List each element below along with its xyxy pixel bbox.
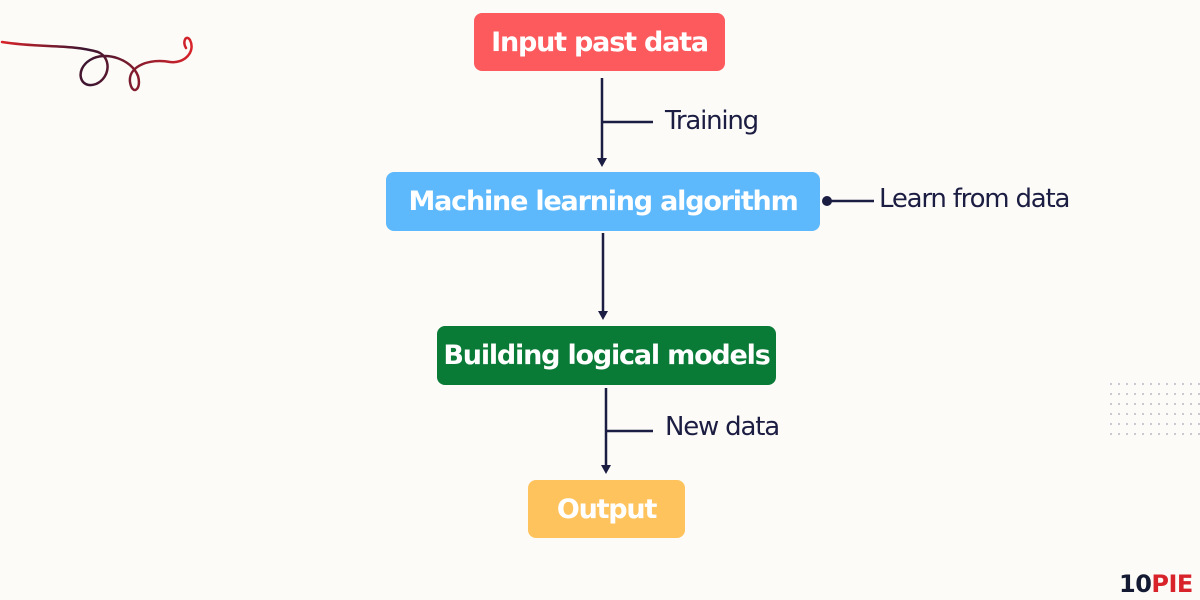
grid-dot — [1166, 423, 1168, 425]
grid-dot — [1142, 383, 1144, 385]
grid-dot — [1174, 383, 1176, 385]
grid-dot — [1182, 423, 1184, 425]
grid-dot — [1190, 423, 1192, 425]
grid-dot — [1142, 393, 1144, 395]
grid-dot — [1142, 413, 1144, 415]
grid-dot — [1182, 383, 1184, 385]
node-output: Output — [528, 480, 685, 538]
grid-dot — [1126, 413, 1128, 415]
grid-dot — [1142, 433, 1144, 435]
grid-dot — [1134, 423, 1136, 425]
edge-label-learn-from-data: Learn from data — [879, 184, 1070, 214]
grid-dot — [1118, 383, 1120, 385]
grid-dot — [1134, 413, 1136, 415]
grid-dot — [1118, 393, 1120, 395]
grid-dot — [1190, 433, 1192, 435]
grid-dot — [1150, 393, 1152, 395]
arrowhead-build — [598, 311, 608, 320]
grid-dot — [1126, 393, 1128, 395]
grid-dot — [1110, 393, 1112, 395]
grid-dot — [1190, 393, 1192, 395]
grid-dot — [1166, 413, 1168, 415]
learn-connector-dot — [822, 196, 832, 206]
grid-dot — [1110, 433, 1112, 435]
grid-dot — [1118, 423, 1120, 425]
grid-dot — [1134, 393, 1136, 395]
grid-dot — [1158, 433, 1160, 435]
grid-dot — [1134, 403, 1136, 405]
edge-label-new-data: New data — [665, 412, 780, 442]
edge-label-training: Training — [665, 106, 759, 136]
grid-dot — [1190, 383, 1192, 385]
grid-dot — [1166, 433, 1168, 435]
grid-dot — [1166, 383, 1168, 385]
brand-logo-text: PIE — [1151, 570, 1193, 598]
arrowhead-output — [601, 465, 611, 474]
grid-dot — [1158, 383, 1160, 385]
grid-dot — [1158, 423, 1160, 425]
node-input-past-data: Input past data — [474, 13, 725, 71]
grid-dot — [1118, 403, 1120, 405]
grid-dot — [1118, 433, 1120, 435]
grid-dot — [1126, 433, 1128, 435]
grid-dot — [1150, 403, 1152, 405]
grid-dot — [1190, 413, 1192, 415]
grid-dot — [1166, 403, 1168, 405]
grid-dot — [1142, 423, 1144, 425]
grid-dot — [1110, 383, 1112, 385]
grid-dot — [1134, 383, 1136, 385]
grid-dot — [1150, 383, 1152, 385]
node-building-logical-models: Building logical models — [437, 326, 776, 385]
grid-dot — [1134, 433, 1136, 435]
grid-dot — [1110, 413, 1112, 415]
grid-dot — [1158, 413, 1160, 415]
grid-dot — [1118, 413, 1120, 415]
grid-dot — [1150, 413, 1152, 415]
grid-dot — [1126, 403, 1128, 405]
grid-dot — [1166, 393, 1168, 395]
grid-dot — [1158, 393, 1160, 395]
grid-dot — [1110, 403, 1112, 405]
grid-dot — [1110, 423, 1112, 425]
arrowhead-ml — [597, 158, 607, 167]
grid-dot — [1174, 393, 1176, 395]
grid-dot — [1182, 413, 1184, 415]
grid-dot — [1174, 423, 1176, 425]
grid-dot — [1158, 403, 1160, 405]
grid-dot — [1126, 423, 1128, 425]
node-machine-learning-algorithm: Machine learning algorithm — [386, 172, 820, 231]
grid-dot — [1182, 403, 1184, 405]
grid-dot — [1150, 433, 1152, 435]
grid-dot — [1174, 433, 1176, 435]
grid-dot — [1174, 403, 1176, 405]
grid-dot — [1182, 393, 1184, 395]
grid-dot — [1190, 403, 1192, 405]
grid-dot — [1150, 423, 1152, 425]
grid-dot — [1174, 413, 1176, 415]
grid-dot — [1126, 383, 1128, 385]
brand-logo-number: 10 — [1119, 570, 1152, 598]
brand-logo: 10PIE — [1119, 570, 1193, 598]
grid-dot — [1182, 433, 1184, 435]
grid-dot — [1142, 403, 1144, 405]
